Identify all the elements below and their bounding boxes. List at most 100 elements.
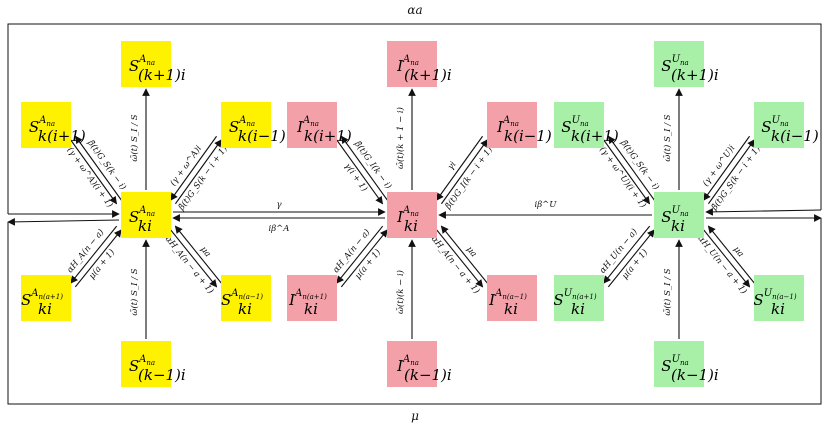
node-label: IAna [396, 354, 419, 375]
edge-i-ur-out [440, 139, 488, 205]
node-supsub: n(a−1) [239, 293, 264, 301]
node-sub: (k−1)i [138, 366, 186, 384]
node-label: SAna [29, 115, 55, 136]
label-i-top: ω̄(t)(k + 1 − i) [395, 107, 406, 169]
node-supsub: na [510, 120, 519, 128]
node-sup: A [294, 288, 302, 299]
node-sup: A [138, 354, 146, 365]
node-label: SUna [661, 205, 688, 226]
node-sup: A [402, 205, 410, 216]
node-i-lr: IAn(a−1)ki [487, 275, 537, 321]
node-symbol: I [288, 291, 296, 309]
edge-sa-lr-in [174, 225, 222, 284]
node-label: IAna [396, 54, 419, 75]
node-symbol: S [753, 291, 763, 309]
node-sub: ki [671, 217, 685, 235]
edge-i-ul-in [336, 139, 384, 205]
outer-border-bottom [7, 218, 822, 405]
node-label: SAna [229, 115, 255, 136]
node-box [754, 102, 804, 148]
node-sub: k(i+1) [571, 127, 619, 145]
edge-sa-to-border-bottom [7, 218, 120, 226]
node-label: SAna [129, 205, 155, 226]
edge-sa-ur-out [174, 139, 222, 205]
node-box [654, 41, 704, 87]
edge-sa-ul-in [70, 139, 118, 205]
edge-i-ll-out [336, 225, 384, 284]
nodes: SAnakiSAna(k+1)iSAna(k−1)iSAnak(i+1)SAna… [21, 41, 819, 387]
node-supsub: na [310, 120, 319, 128]
node-box [287, 102, 337, 148]
edge-su-ur-in [703, 135, 751, 201]
node-symbol: S [229, 118, 239, 136]
node-sub: k(i−1) [504, 127, 552, 145]
edge-su-ur-out [707, 139, 755, 205]
edge-su-ll-out [603, 225, 651, 284]
node-sa-ll: SAn(a+1)ki [21, 275, 71, 321]
node-supsub: na [680, 59, 689, 67]
node-sub: ki [504, 300, 518, 318]
node-box [221, 275, 271, 321]
node-box [487, 275, 537, 321]
node-symbol: S [221, 291, 231, 309]
node-box [121, 41, 171, 87]
label-i-ur-b: β̄(t)G_I(k − i + 1) [442, 145, 495, 213]
node-label: SUn(a+1) [553, 288, 596, 309]
node-sub: (k−1)i [671, 366, 719, 384]
node-symbol: I [396, 208, 404, 226]
edge-border-top-to-su [705, 208, 822, 216]
node-supsub: n(a−1) [772, 293, 797, 301]
node-sub: ki [771, 300, 785, 318]
node-sup: A [230, 288, 238, 299]
edge-su-ul-in [603, 139, 651, 205]
node-sub: ki [571, 300, 585, 318]
node-sup: A [402, 54, 410, 65]
node-sup: A [138, 205, 146, 216]
node-sub: ki [38, 300, 52, 318]
node-sub: k(i−1) [238, 127, 286, 145]
node-sub: (k+1)i [671, 66, 719, 84]
node-symbol: I [396, 57, 404, 75]
node-symbol: S [129, 208, 139, 226]
edge-i-ll-in [340, 229, 388, 288]
edge-i-ul-out [340, 135, 388, 201]
node-sub: k(i−1) [771, 127, 819, 145]
label-sa-ul-a: (γ + ω^A)(i + 1) [65, 145, 116, 210]
node-box [21, 275, 71, 321]
node-symbol: S [561, 118, 571, 136]
node-sup: A [138, 54, 146, 65]
node-symbol: I [496, 118, 504, 136]
node-label: IAn(a+1) [288, 288, 327, 309]
node-label: IAna [396, 205, 419, 226]
node-supsub: na [410, 359, 419, 367]
node-box [121, 192, 171, 238]
edge-su-lr-in [707, 225, 755, 284]
node-sup: U [572, 115, 581, 126]
node-supsub: n(a+1) [39, 293, 64, 301]
outer-border-top [7, 23, 822, 214]
node-box [554, 275, 604, 321]
label-su-bottom: ω̄(t) S_I / S [662, 268, 673, 315]
label-su-to-i: iβ^U [535, 200, 558, 210]
node-su-bottom: SUna(k−1)i [654, 341, 719, 387]
node-symbol: S [29, 118, 39, 136]
node-symbol: S [661, 357, 671, 375]
edge-i-ur-in [436, 135, 484, 201]
node-symbol: S [129, 357, 139, 375]
label-sa-ur-b: β̄(t)G_S(k − i + 1) [175, 144, 229, 214]
edge-sa-lr-out [170, 229, 218, 288]
node-sup: U [564, 288, 573, 299]
node-symbol: S [661, 208, 671, 226]
node-sup: A [30, 288, 38, 299]
node-box [654, 192, 704, 238]
node-sub: ki [238, 300, 252, 318]
node-su-top: SUna(k+1)i [654, 41, 719, 87]
edge-su-ul-out [607, 135, 655, 201]
node-sup: A [402, 354, 410, 365]
node-box [287, 275, 337, 321]
